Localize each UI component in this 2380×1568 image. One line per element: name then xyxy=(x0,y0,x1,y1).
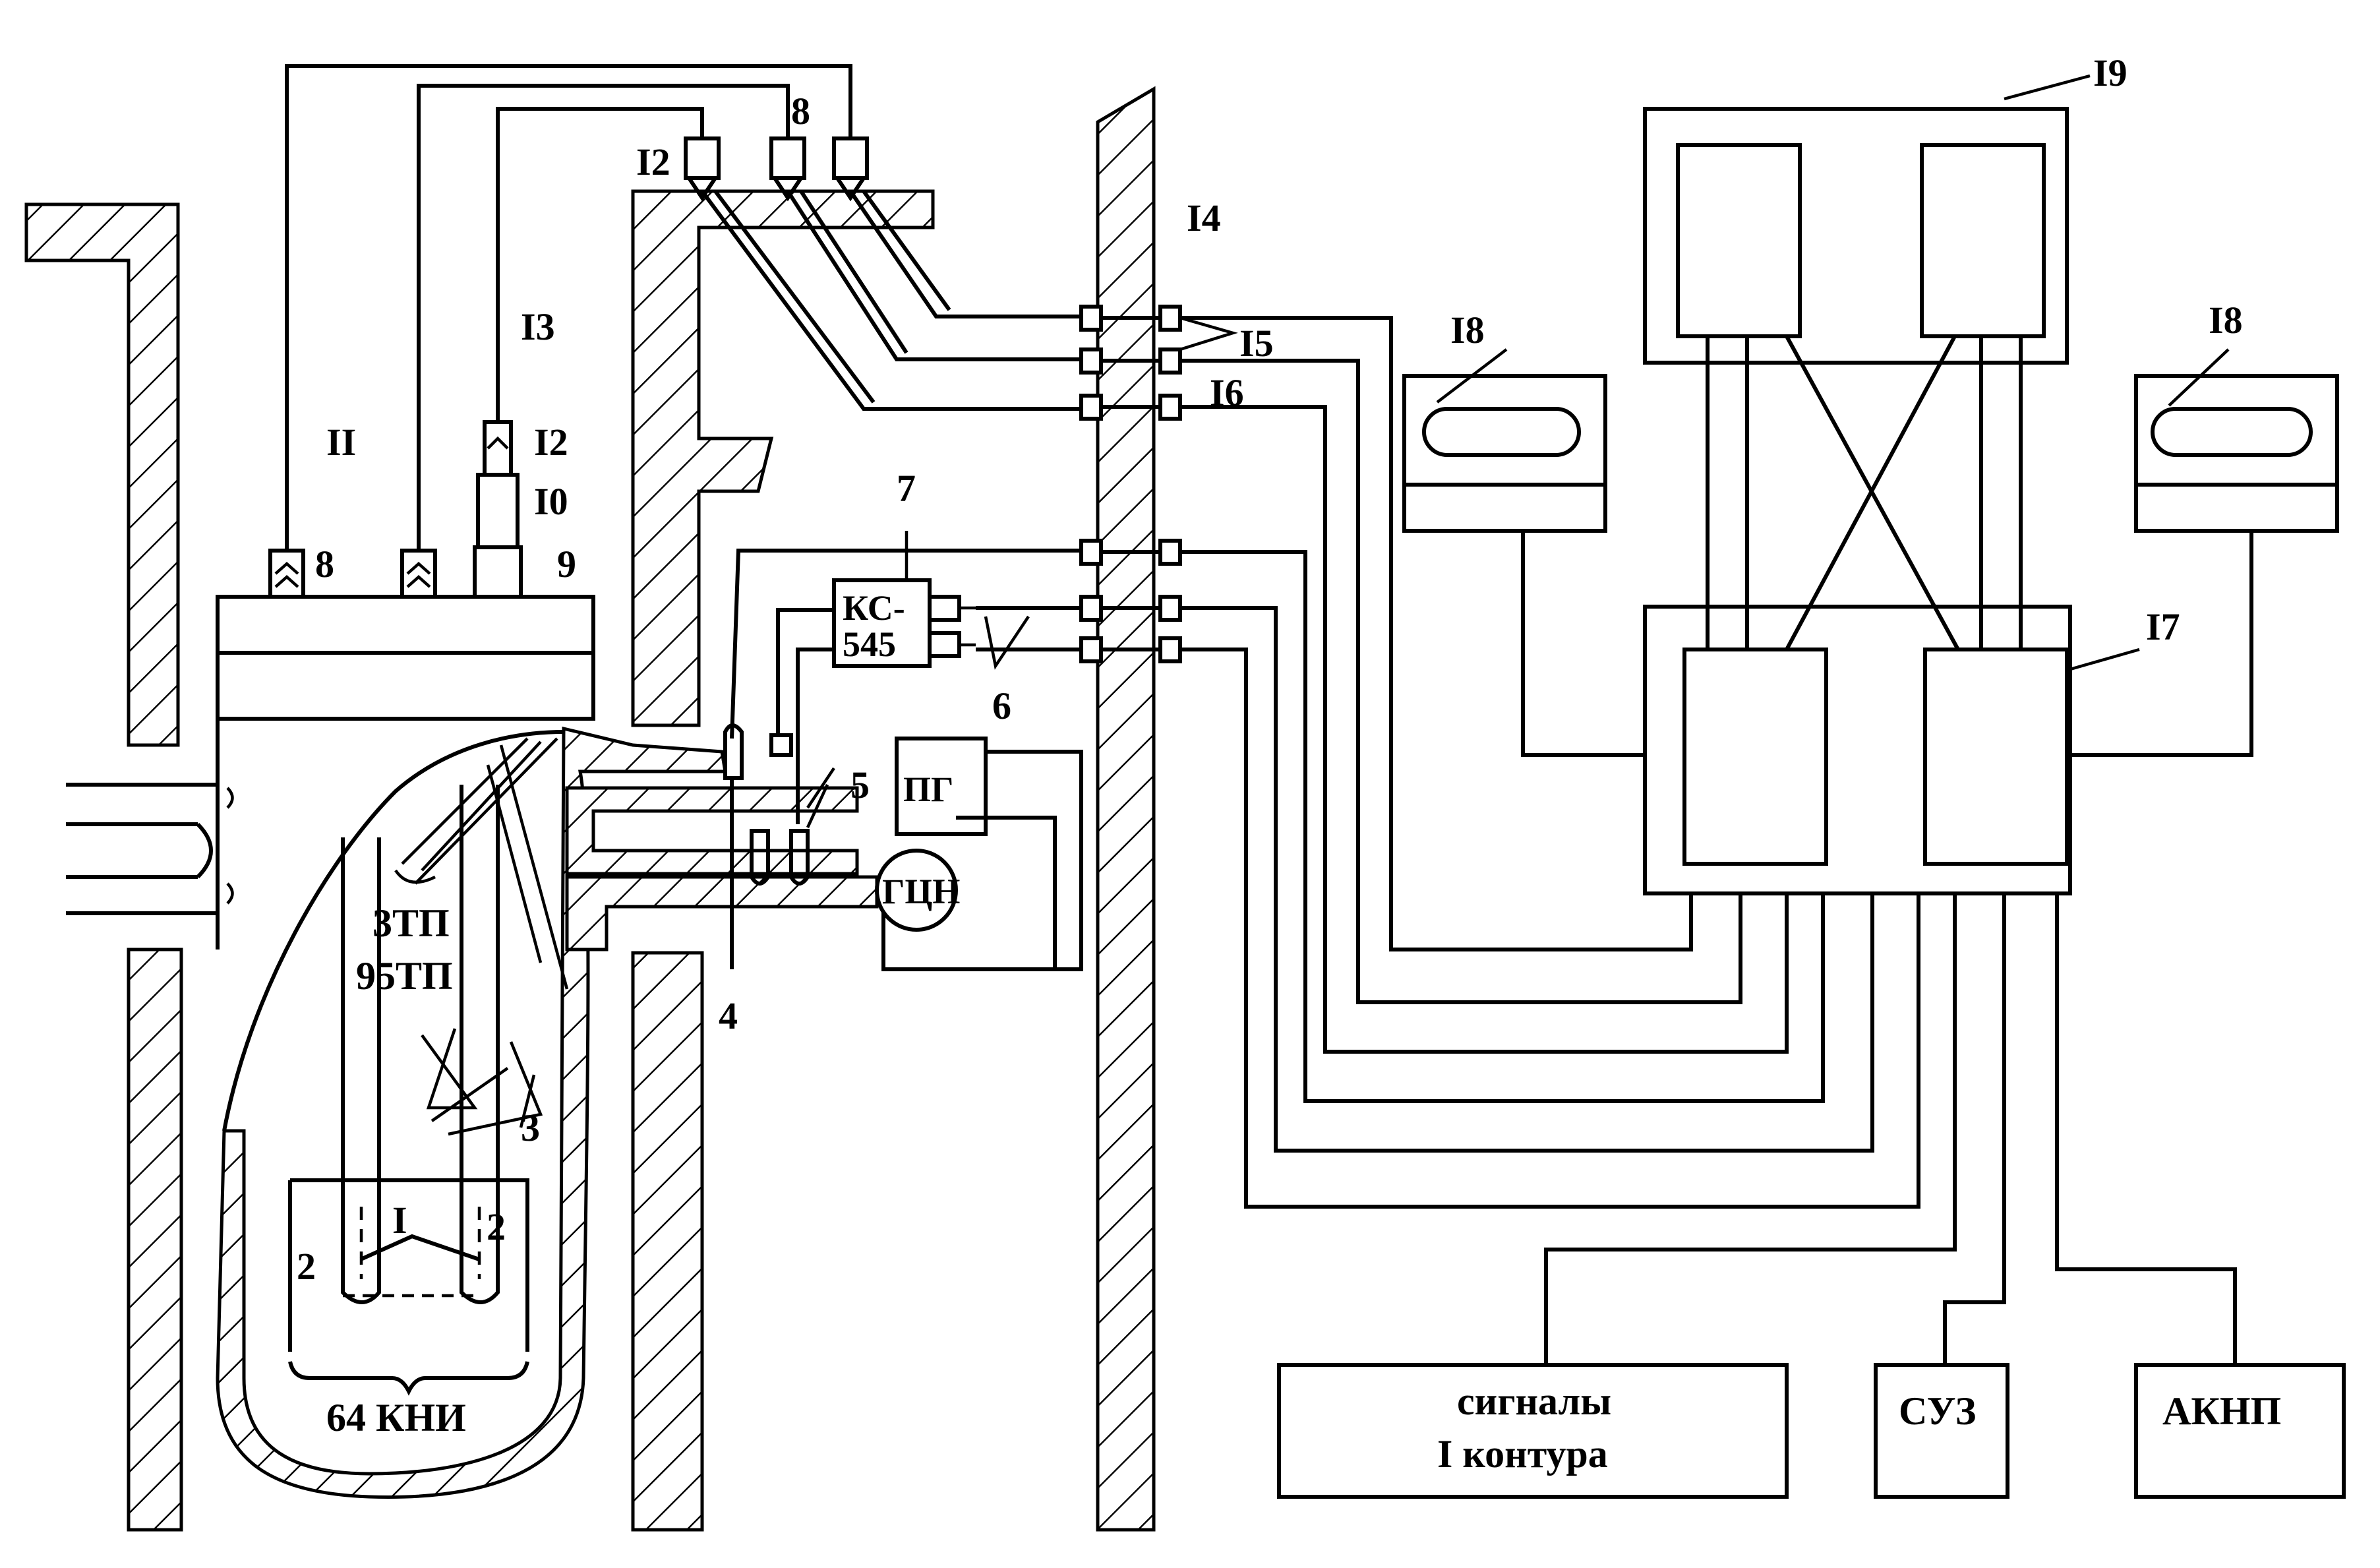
rack-19 xyxy=(1643,107,2069,365)
label-15: I5 xyxy=(1239,322,1274,365)
label-2-left: 2 xyxy=(297,1245,316,1288)
feedthrough-8-mid xyxy=(400,549,437,599)
display-18-left xyxy=(1402,374,1645,757)
label-5: 5 xyxy=(850,764,870,806)
reactor-header-block xyxy=(216,595,595,950)
label-4: 4 xyxy=(719,994,738,1037)
label-signals-1: сигналы xyxy=(1457,1379,1611,1423)
label-64-kni: 64 КНИ xyxy=(326,1396,466,1439)
label-7: 7 xyxy=(897,467,916,510)
cable-to-15b xyxy=(786,190,1081,361)
wall-left-lower xyxy=(127,948,183,1532)
sensor-9-10-12 xyxy=(473,420,523,599)
label-3: 3 xyxy=(521,1106,540,1149)
label-14: I4 xyxy=(1187,196,1221,239)
nozzle-left xyxy=(66,783,234,915)
rack-links xyxy=(1706,335,2023,651)
sensor-4 xyxy=(723,723,744,969)
wall-left-upper xyxy=(24,202,180,747)
fuel-channel-left xyxy=(341,837,381,1304)
label-suz: СУЗ xyxy=(1899,1389,1976,1433)
cable-to-15a xyxy=(848,190,1081,318)
cable-13 xyxy=(496,107,704,422)
label-signals-2: I контура xyxy=(1437,1432,1608,1476)
leader-lines xyxy=(1436,74,2230,671)
label-19: I9 xyxy=(2093,51,2127,94)
wall-inner-upper xyxy=(631,189,935,727)
label-13: I3 xyxy=(521,305,555,348)
feedthrough-8-top-a xyxy=(769,136,806,202)
label-10: I0 xyxy=(534,480,568,523)
penetrations xyxy=(1079,305,1182,663)
fuel-channel-right xyxy=(460,785,500,1304)
aknp-box xyxy=(2134,1363,2346,1499)
label-ks-1: КС- xyxy=(843,588,905,628)
label-pg: ПГ xyxy=(903,769,953,809)
label-1: I xyxy=(392,1199,407,1242)
label-3tp: 3ТП xyxy=(372,901,450,945)
bracket-15 xyxy=(1179,316,1238,351)
label-95tp: 95ТП xyxy=(356,954,453,998)
label-16: I6 xyxy=(1210,371,1244,414)
wall-inner-lower xyxy=(631,951,704,1532)
sensors-5 xyxy=(750,733,835,886)
channel-brace xyxy=(288,1234,529,1396)
bus-to-outputs xyxy=(1544,893,2237,1365)
label-8-top: 8 xyxy=(791,90,810,133)
feedthrough-8-left xyxy=(268,549,305,599)
signals-box xyxy=(1277,1363,1789,1499)
display-18-right xyxy=(2070,374,2339,757)
label-12-side: I2 xyxy=(534,421,568,464)
label-18-right: I8 xyxy=(2209,299,2243,342)
ks-545-box xyxy=(832,578,976,668)
label-8-left: 8 xyxy=(315,543,334,586)
ks-wiring xyxy=(730,531,1081,824)
label-2-right: 2 xyxy=(487,1205,506,1248)
label-6: 6 xyxy=(992,684,1011,727)
thermocouple-bundle xyxy=(394,737,569,1136)
cable-11 xyxy=(285,64,852,551)
cable-8-mid xyxy=(417,84,790,551)
label-18-left: I8 xyxy=(1450,309,1485,351)
label-gcn: ГЦН xyxy=(882,872,960,911)
cable-bus xyxy=(1180,316,1920,1209)
feedthrough-8-top-b xyxy=(832,136,869,202)
suz-box xyxy=(1874,1363,2009,1499)
reactor-vessel xyxy=(216,726,879,1499)
label-17: I7 xyxy=(2146,605,2180,648)
label-9: 9 xyxy=(557,543,576,586)
wall-main-14 xyxy=(1096,86,1156,1532)
rack-17 xyxy=(1643,605,2072,895)
gcn-pump xyxy=(875,816,1057,969)
label-12-top: I2 xyxy=(636,140,670,183)
label-aknp: АКНП xyxy=(2162,1389,2281,1433)
feedthrough-12-top xyxy=(684,136,721,202)
label-11: II xyxy=(326,421,356,464)
label-ks-2: 545 xyxy=(843,624,896,664)
cable-to-16 xyxy=(700,190,1081,411)
core-outline xyxy=(222,730,564,1352)
